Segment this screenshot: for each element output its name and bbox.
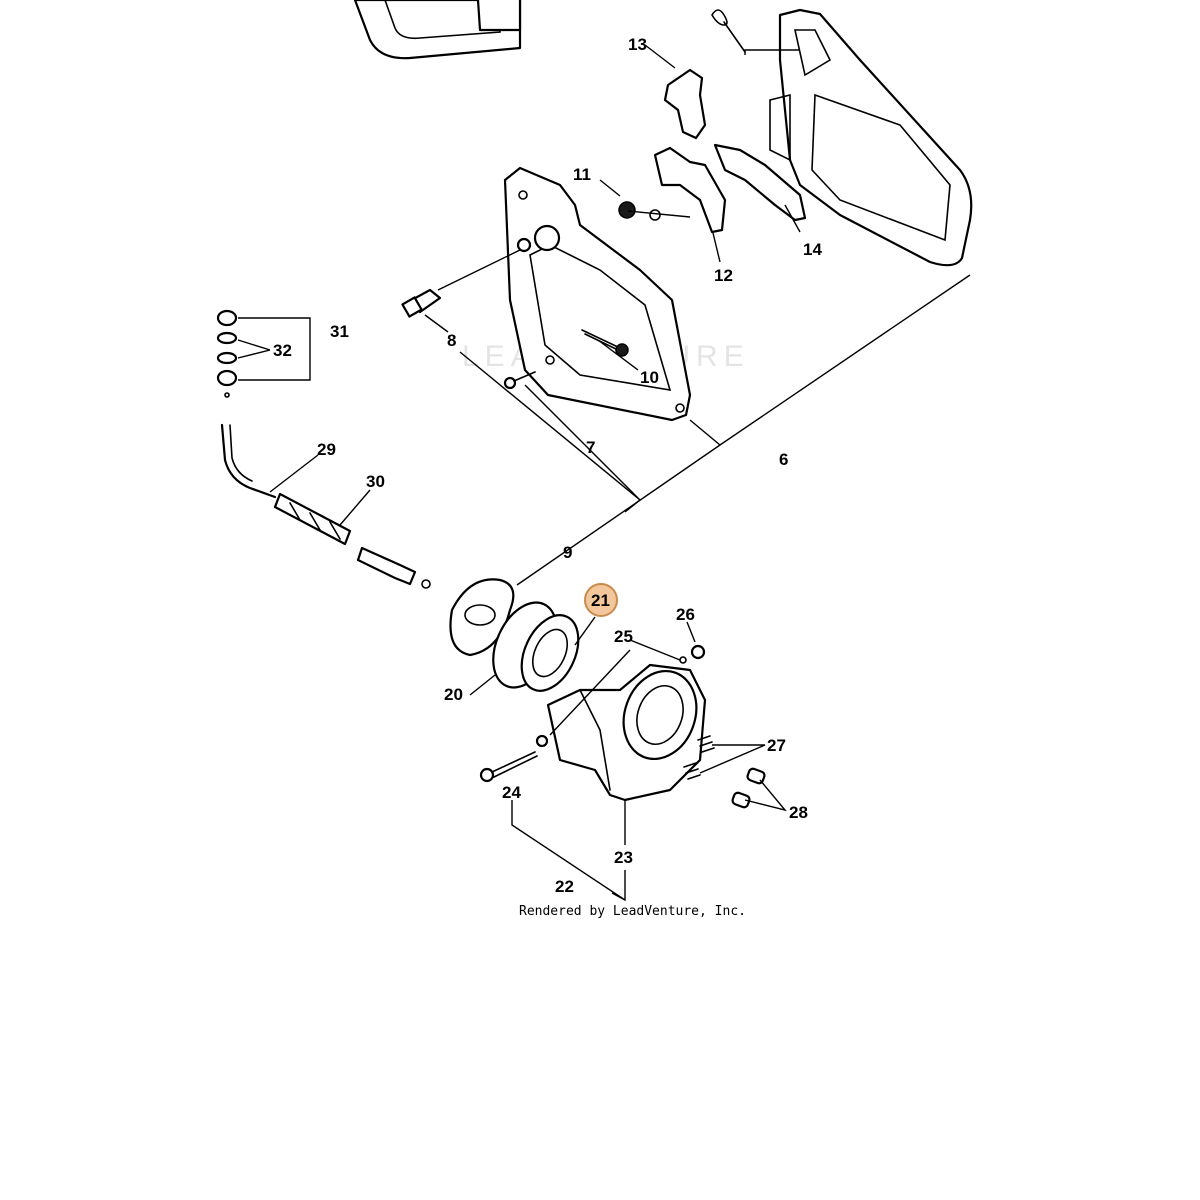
spring-top: [711, 9, 746, 53]
callout-27: 27: [767, 736, 786, 755]
throttle-trigger: [653, 146, 727, 234]
callout-labels: 13 11 12 14 31 32 8 10 7 6 29 30 9 21 26…: [273, 35, 822, 896]
callout-23: 23: [614, 848, 633, 867]
caps-28: [731, 767, 766, 809]
callout-10: 10: [640, 368, 659, 387]
fitting-8: [401, 288, 442, 318]
throttle-cable: [220, 423, 431, 589]
callout-8: 8: [447, 331, 456, 350]
callout-14: 14: [803, 240, 822, 259]
callout-28: 28: [789, 803, 808, 822]
callout-21: 21: [591, 591, 610, 610]
callout-7: 7: [586, 438, 595, 457]
lockout-lever: [713, 143, 807, 222]
handle-bar-partial: [353, 0, 522, 60]
callout-26: 26: [676, 605, 695, 624]
nut-26: [679, 644, 706, 664]
trigger-spring: [618, 201, 661, 221]
callout-24: 24: [502, 783, 521, 802]
washer-21: [520, 614, 580, 692]
handle-cover: [503, 166, 692, 422]
callout-6: 6: [779, 450, 788, 469]
callout-20: 20: [444, 685, 463, 704]
interlock-lever: [663, 68, 707, 140]
screw-7: [503, 355, 555, 390]
render-credit: Rendered by LeadVenture, Inc.: [519, 904, 746, 919]
callout-30: 30: [366, 472, 385, 491]
callout-9: 9: [563, 543, 572, 562]
bolt-24: [479, 734, 549, 783]
highlight-marker-21: [584, 583, 618, 617]
callout-29: 29: [317, 440, 336, 459]
callout-32: 32: [273, 341, 292, 360]
leader-lines: [237, 44, 971, 902]
callout-25: 25: [614, 627, 633, 646]
callout-12: 12: [714, 266, 733, 285]
handle-housing: [769, 8, 973, 267]
nut-washer-stack: [216, 309, 238, 398]
callout-31: 31: [330, 322, 349, 341]
callout-13: 13: [628, 35, 647, 54]
callout-11: 11: [573, 165, 591, 184]
callout-22: 22: [555, 877, 574, 896]
housing-23: [546, 663, 707, 802]
springs-27: [683, 735, 715, 780]
